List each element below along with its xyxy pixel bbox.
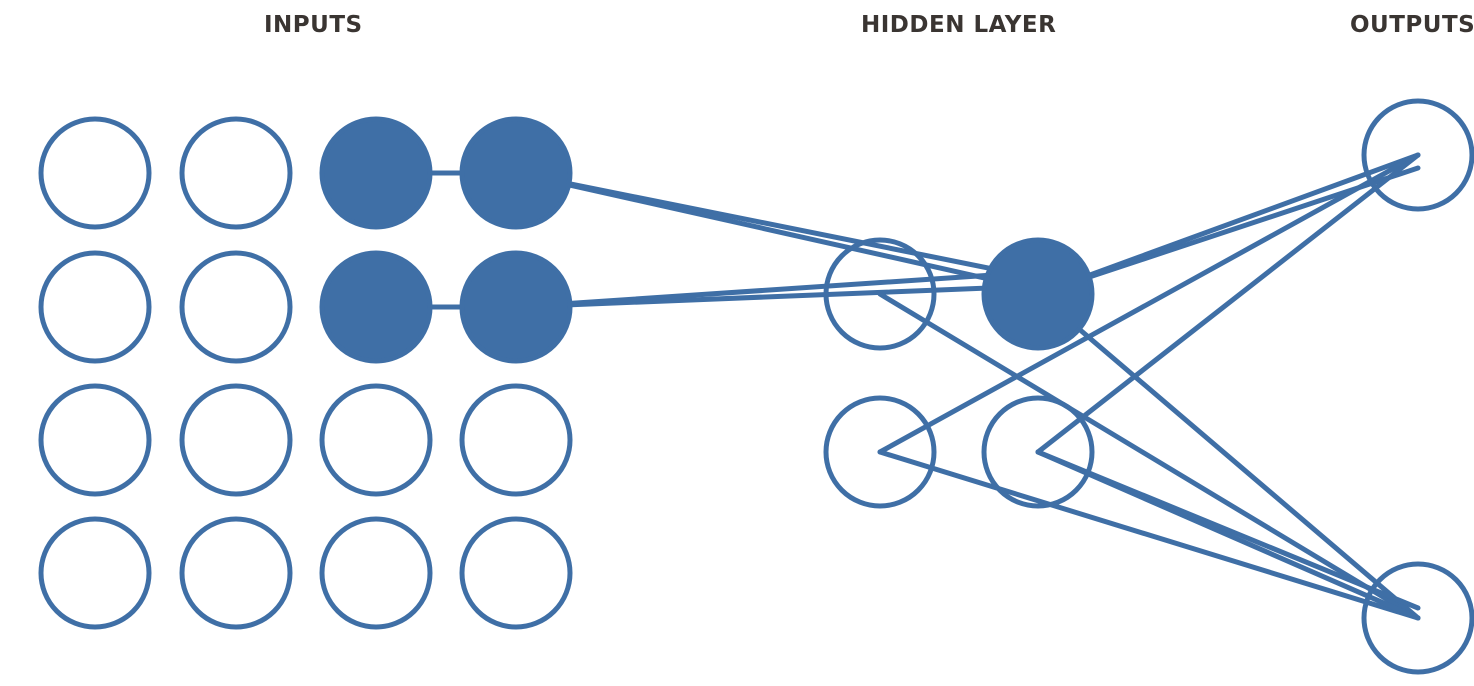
output-node-bottom: [1361, 561, 1474, 675]
hidden-layer-label: HIDDEN LAYER: [861, 12, 1057, 38]
input-node-r2-c2: [319, 383, 433, 497]
input-node-r3-c3: [459, 516, 573, 630]
hidden-node-top-right: [981, 237, 1095, 351]
input-node-r2-c1: [179, 383, 293, 497]
input-node-r2-c3: [459, 383, 573, 497]
hidden-node-bottom-left: [823, 395, 937, 509]
hidden-node-top-left: [823, 237, 937, 351]
connection-h-bottom-right-to-out-bottom: [1035, 449, 1421, 611]
input-node-r3-c2: [319, 516, 433, 630]
connection-h-bottom-left-to-out-bottom: [877, 449, 1421, 621]
connections: [373, 152, 1421, 621]
input-node-r1-c0: [38, 250, 152, 364]
input-node-r3-c0: [38, 516, 152, 630]
input-node-r0-c1: [179, 116, 293, 230]
nodes: [38, 98, 1474, 675]
outputs-label: OUTPUTS: [1350, 12, 1474, 38]
input-node-r3-c1: [179, 516, 293, 630]
connection-h-bottom-right-to-out-top: [1035, 152, 1421, 455]
inputs-label: INPUTS: [264, 12, 363, 38]
input-node-r0-c0: [38, 116, 152, 230]
hidden-node-bottom-right: [981, 395, 1095, 509]
input-node-r0-c2: [319, 116, 433, 230]
connection-in-0-3-to-h-top-right: [513, 170, 1041, 281]
input-node-r2-c0: [38, 383, 152, 497]
connection-h-top-right-to-out-bottom: [1035, 291, 1421, 621]
output-node-top: [1361, 98, 1474, 212]
connection-h-top-left-to-out-bottom: [877, 291, 1421, 621]
input-node-r0-c3: [459, 116, 573, 230]
input-node-r1-c3: [459, 250, 573, 364]
connection-in-1-3-to-h-top-right: [513, 269, 1041, 310]
connection-h-bottom-left-to-out-top: [877, 152, 1421, 455]
input-node-r1-c1: [179, 250, 293, 364]
input-node-r1-c2: [319, 250, 433, 364]
